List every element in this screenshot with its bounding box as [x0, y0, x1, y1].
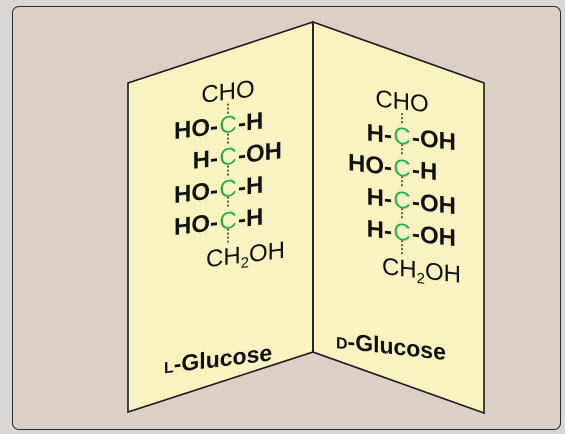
l-row-4-carbon: C	[219, 207, 236, 236]
d-row-1-left: H-	[367, 119, 392, 149]
d-row-2-left: HO-	[348, 149, 392, 181]
l-row-1-right: -H	[238, 107, 263, 137]
l-row-3-carbon: C	[219, 175, 236, 204]
d-row-3-right: -OH	[412, 188, 456, 220]
d-row-4-right: -OH	[412, 220, 456, 252]
l-row-4-left: HO-	[174, 209, 218, 241]
l-row-2-left: H-	[193, 145, 218, 175]
l-row-3-right: -H	[238, 171, 263, 201]
l-glucose-structure: CHO HO- C -H H- C -OH HO- C -H HO- C -H …	[164, 76, 285, 378]
l-row-1-carbon: C	[219, 111, 236, 140]
d-row-4-left: H-	[367, 215, 392, 245]
d-glucose-ch2oh: CH2OH	[382, 253, 461, 292]
d-row-2-carbon: C	[393, 154, 410, 183]
d-row-4-carbon: C	[393, 218, 410, 247]
l-row-1-left: HO-	[174, 113, 218, 145]
d-row-2-right: -H	[412, 156, 437, 186]
l-glucose-ch2oh: CH2OH	[206, 237, 285, 276]
l-row-3-left: HO-	[174, 177, 218, 209]
l-row-4-right: -H	[238, 203, 263, 233]
l-row-2-right: -OH	[238, 137, 282, 169]
d-row-1-right: -OH	[412, 124, 456, 156]
d-row-1-carbon: C	[393, 122, 410, 151]
d-glucose-cho: CHO	[375, 85, 428, 118]
d-row-3-left: H-	[367, 183, 392, 213]
l-glucose-cho: CHO	[201, 76, 254, 109]
l-row-2-carbon: C	[219, 143, 236, 172]
d-row-3-carbon: C	[393, 186, 410, 215]
